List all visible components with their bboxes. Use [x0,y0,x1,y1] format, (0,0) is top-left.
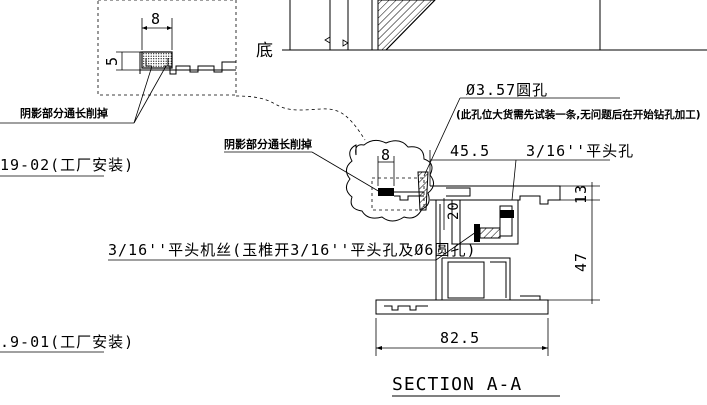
dim-20: 20 [446,201,462,220]
label-shaded-part-left: 阴影部分通长削掉 [20,106,108,120]
dim-45-5: 45.5 [450,142,490,160]
label-shaded-part-mid: 阴影部分通长削掉 [224,137,312,151]
label-hole-diameter: Ø3.57圆孔 [466,81,548,99]
detail-view-top [97,0,237,96]
dim-8-mid: 8 [381,146,391,164]
cloud-detail [346,139,434,222]
dim-8-top: 8 [151,10,161,28]
wall-section [282,0,707,51]
label-hole-note: (此孔位大货需先试装一条,无问题后在开始钻孔加工) [456,108,701,121]
section-title: SECTION A-A [392,374,522,395]
label-screw-note: 3/16''平头机丝(玉椎开3/16''平头孔及Ø6圆孔) [108,241,477,259]
dim-13: 13 [572,184,590,204]
label-part-19-01: .9-01(工厂安装) [0,333,134,351]
label-flat-hole: 3/16''平头孔 [526,142,634,160]
dim-lines-right [548,182,600,304]
label-bottom: 底 [256,41,273,61]
label-part-19-02: 19-02(工厂安装) [0,156,134,174]
dim-47: 47 [572,252,590,272]
dim-5-top: 5 [103,56,121,66]
dim-line-82-5 [375,318,549,356]
main-profile [375,185,561,315]
connector-curve [235,95,366,141]
dim-82-5: 82.5 [440,329,480,347]
leader-top [0,65,167,124]
